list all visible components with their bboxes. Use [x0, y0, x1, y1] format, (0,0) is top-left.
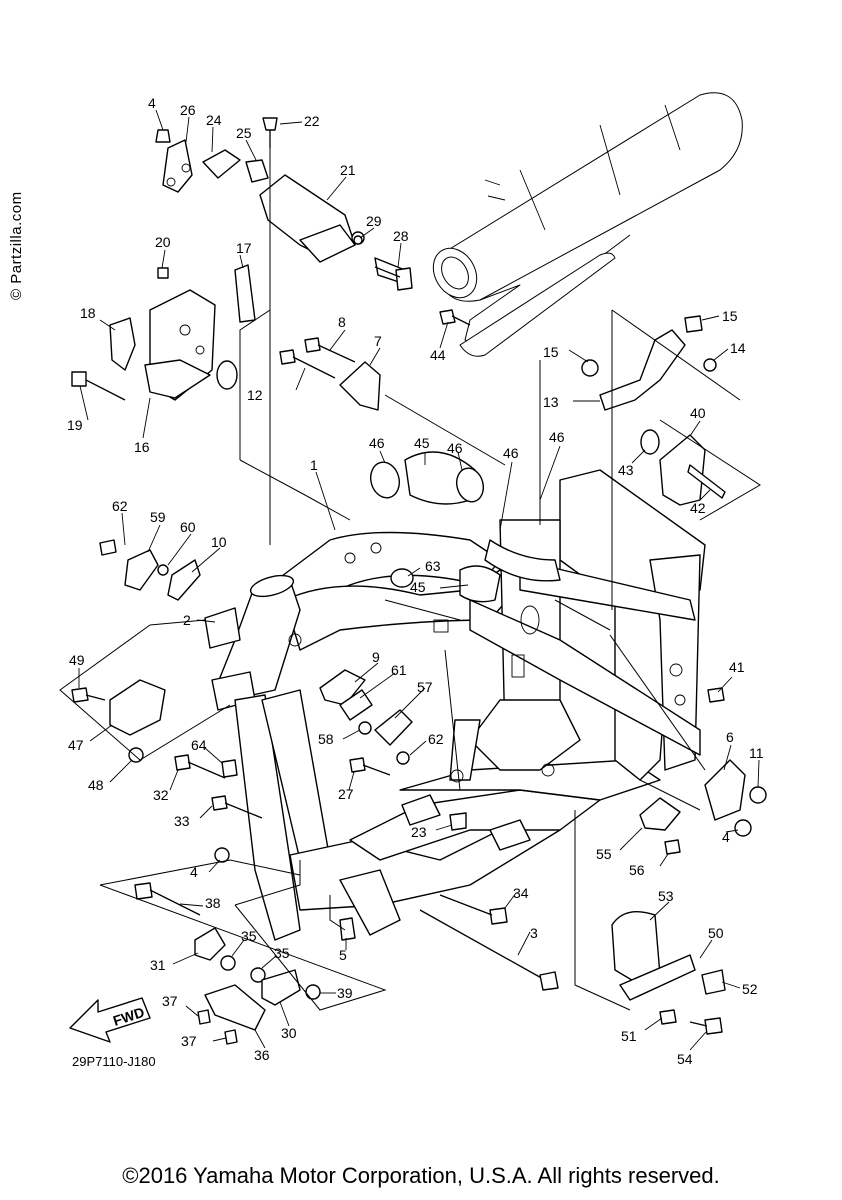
callout-35-a: 35 [241, 928, 257, 944]
callout-31: 31 [150, 957, 166, 973]
callout-46-b: 46 [447, 440, 463, 456]
callout-37-b: 37 [181, 1033, 197, 1049]
callout-37-a: 37 [162, 993, 178, 1009]
callout-59: 59 [150, 509, 166, 525]
callout-60: 60 [180, 519, 196, 535]
callout-12: 12 [247, 387, 263, 403]
callout-21: 21 [340, 162, 356, 178]
callout-41: 41 [729, 659, 745, 675]
callout-15-left: 15 [543, 344, 559, 360]
callout-23: 23 [411, 824, 427, 840]
leader-lines [78, 109, 760, 1051]
callout-30: 30 [281, 1025, 297, 1041]
callout-56: 56 [629, 862, 645, 878]
side-bracket-group [71, 264, 256, 401]
callout-4-right: 4 [722, 829, 730, 845]
callout-4-top: 4 [148, 95, 156, 111]
callout-19: 19 [67, 417, 83, 433]
callout-3: 3 [530, 925, 538, 941]
callout-46-a: 46 [369, 435, 385, 451]
callout-62-right: 62 [428, 731, 444, 747]
callout-5: 5 [339, 947, 347, 963]
callout-29: 29 [366, 213, 382, 229]
callout-45-mid: 45 [410, 579, 426, 595]
callout-44: 44 [430, 347, 446, 363]
callout-labels: 4 26 24 25 22 21 29 28 17 20 18 19 16 8 … [67, 95, 764, 1067]
callout-58: 58 [318, 731, 334, 747]
callout-50: 50 [708, 925, 724, 941]
callout-61: 61 [391, 662, 407, 678]
callout-40: 40 [690, 405, 706, 421]
callout-10: 10 [211, 534, 227, 550]
callout-1: 1 [310, 457, 318, 473]
callout-43: 43 [618, 462, 634, 478]
callout-25: 25 [236, 125, 252, 141]
callout-51: 51 [621, 1028, 637, 1044]
callout-62-left: 62 [112, 498, 128, 514]
callout-14: 14 [730, 340, 746, 356]
callout-46-d: 46 [549, 429, 565, 445]
callout-57: 57 [417, 679, 433, 695]
callout-28: 28 [393, 228, 409, 244]
callout-38: 38 [205, 895, 221, 911]
callout-15-right: 15 [722, 308, 738, 324]
callout-64: 64 [191, 737, 207, 753]
muffler-ghost [432, 92, 743, 357]
callout-36: 36 [254, 1047, 270, 1063]
callout-9: 9 [372, 649, 380, 665]
callout-17: 17 [236, 240, 252, 256]
main-frame [211, 469, 706, 941]
callout-63: 63 [425, 558, 441, 574]
copyright-notice: ©2016 Yamaha Motor Corporation, U.S.A. A… [122, 1163, 720, 1188]
callout-32: 32 [153, 787, 169, 803]
callout-18: 18 [80, 305, 96, 321]
callout-24: 24 [206, 112, 222, 128]
callout-22: 22 [304, 113, 320, 129]
callout-20: 20 [155, 234, 171, 250]
top-bracket-group [155, 117, 409, 286]
callout-27: 27 [338, 786, 354, 802]
diagram-code: 29P7110-J180 [72, 1054, 156, 1069]
forward-direction-arrow: FWD [69, 997, 151, 1043]
callout-54: 54 [677, 1051, 693, 1067]
callout-4-left: 4 [190, 864, 198, 880]
callout-46-c: 46 [503, 445, 519, 461]
callout-39: 39 [337, 985, 353, 1001]
callout-42: 42 [690, 500, 706, 516]
callout-8: 8 [338, 314, 346, 330]
callout-26: 26 [180, 102, 196, 118]
callout-11: 11 [749, 745, 764, 761]
callout-49: 49 [69, 652, 85, 668]
callout-7: 7 [374, 333, 382, 349]
callout-6: 6 [726, 729, 734, 745]
callout-16: 16 [134, 439, 150, 455]
callout-45-top: 45 [414, 435, 430, 451]
callout-47: 47 [68, 737, 84, 753]
callout-13: 13 [543, 394, 559, 410]
callout-55: 55 [596, 846, 612, 862]
callout-2: 2 [183, 612, 191, 628]
callout-53: 53 [658, 888, 674, 904]
reference-lines [59, 148, 761, 1011]
callout-52: 52 [742, 981, 758, 997]
callout-48: 48 [88, 777, 104, 793]
fastener-parts [71, 235, 767, 1045]
callout-33: 33 [174, 813, 190, 829]
callout-35-b: 35 [274, 945, 290, 961]
callout-34: 34 [513, 885, 529, 901]
